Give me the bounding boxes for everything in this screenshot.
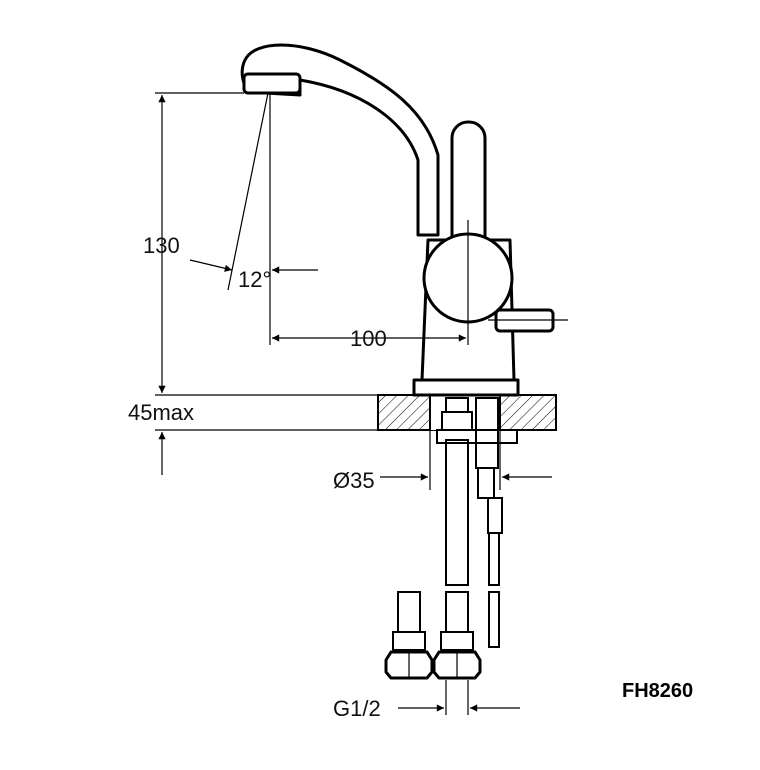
- dimension-deck-thickness-label: 45max: [128, 400, 194, 425]
- faucet-body: [240, 43, 555, 397]
- dimension-reach-label: 100: [350, 326, 387, 351]
- dimension-hole-diameter-label: Ø35: [333, 468, 375, 493]
- under-deck-hardware: [436, 397, 518, 648]
- dimension-height-label: 130: [143, 233, 180, 258]
- flexible-hoses: [384, 439, 482, 680]
- dimension-angle-label: 12°: [238, 267, 271, 292]
- dimension-connection-label: G1/2: [333, 696, 381, 721]
- dimension-lines: [155, 92, 568, 715]
- model-number: FH8260: [622, 680, 693, 702]
